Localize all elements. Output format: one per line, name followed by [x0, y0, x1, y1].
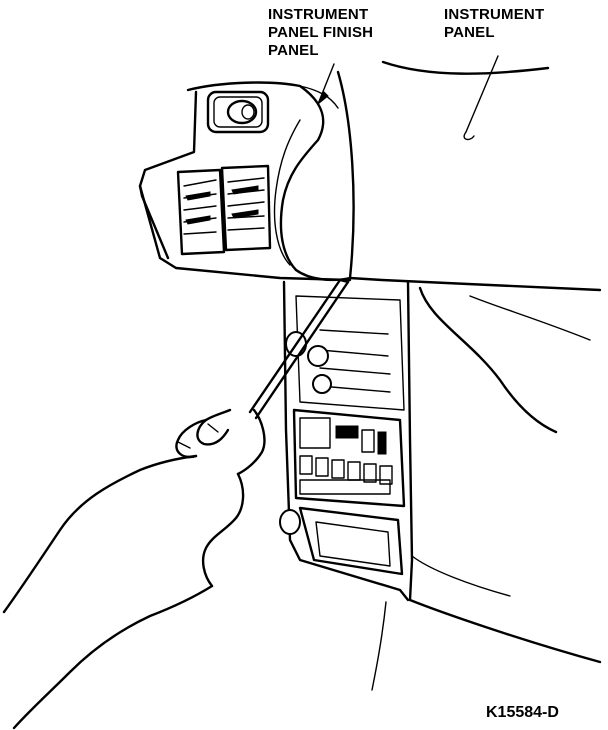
instrument-panel-finish-panel — [138, 81, 352, 282]
bezel-switch — [206, 90, 270, 134]
instrument-panel — [299, 60, 602, 664]
hand — [2, 408, 266, 730]
air-vent-right — [220, 164, 272, 252]
lower-compartment — [279, 506, 404, 576]
leader-lines — [317, 55, 499, 691]
screwdriver — [248, 278, 350, 420]
figure-id: K15584-D — [486, 704, 559, 721]
callout-line: PANEL — [268, 42, 319, 59]
callout-instrument-panel-finish-panel: INSTRUMENT PANEL FINISH PANEL — [268, 6, 373, 60]
callout-line: PANEL FINISH — [268, 24, 374, 41]
air-vent-left — [176, 168, 226, 256]
callout-line: PANEL — [444, 24, 495, 41]
callout-line: INSTRUMENT — [268, 6, 369, 23]
callout-line: INSTRUMENT — [444, 6, 545, 23]
callout-instrument-panel: INSTRUMENT PANEL — [444, 6, 544, 42]
switch-bank — [292, 408, 406, 508]
